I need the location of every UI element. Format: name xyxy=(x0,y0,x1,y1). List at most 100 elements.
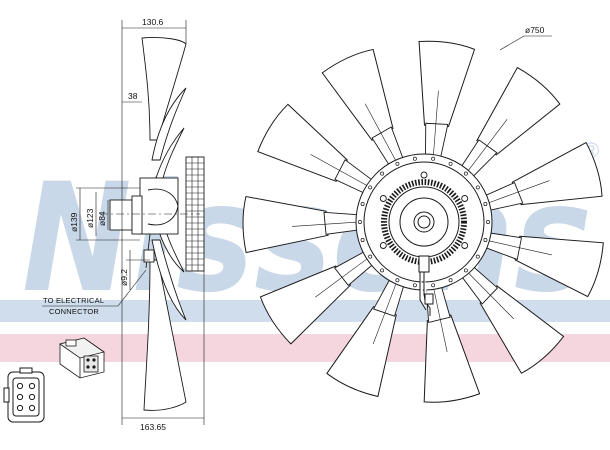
side-blade-upper-2 xyxy=(151,87,187,161)
front-dimension: ø750 xyxy=(499,25,552,51)
front-wire-bracket xyxy=(418,255,434,316)
hub-stud xyxy=(380,268,385,273)
hub-stud xyxy=(463,171,468,176)
dim-label-163-65: 163.65 xyxy=(140,422,166,432)
fan-front-view-icon xyxy=(242,40,604,403)
hub-stud xyxy=(412,156,417,161)
side-clutch-fins xyxy=(186,157,204,271)
dim-label-750: ø750 xyxy=(525,25,545,35)
fan-blade-body xyxy=(511,141,603,206)
fan-blade-spar xyxy=(489,180,550,203)
callout-leader-diag xyxy=(117,269,147,307)
hub-bolt-hole xyxy=(379,195,387,202)
side-dimension-labels: 130.6 163.65 38 ø139 ø123 ø84 ø9.2 xyxy=(69,17,166,432)
hub-stud xyxy=(360,202,365,206)
dim-label-84: ø84 xyxy=(97,211,107,226)
side-blade-upper-1 xyxy=(141,37,187,141)
fan-blade-body xyxy=(242,195,329,254)
pinout-pin-5 xyxy=(16,404,24,412)
dim-label-38: 38 xyxy=(128,91,138,101)
fan-blade-spar xyxy=(372,283,397,345)
hub-stud xyxy=(412,283,417,288)
connector-face xyxy=(83,355,99,373)
callout-line2: CONNECTOR xyxy=(49,307,99,316)
pinout-key-left xyxy=(3,387,10,403)
callout-line1: TO ELECTRICAL xyxy=(43,296,104,305)
side-hub xyxy=(139,177,179,235)
hub-bore-inner xyxy=(417,215,431,229)
pinout-pin-1 xyxy=(16,382,24,390)
electrical-connector-icon xyxy=(59,337,105,379)
fan-blade xyxy=(242,195,365,254)
fan-blade-spar xyxy=(315,258,368,298)
hub-bolt-hole xyxy=(461,195,469,202)
pinout-pin-2 xyxy=(28,382,36,390)
hub-stud xyxy=(368,254,373,259)
connector-face-pin-4 xyxy=(92,365,96,369)
hub-stud xyxy=(475,185,480,190)
hub-stud xyxy=(475,254,480,259)
hub-stud xyxy=(431,156,436,161)
fan-blade-body xyxy=(479,285,565,374)
connector-face-pin-1 xyxy=(86,358,90,362)
hub-stud xyxy=(395,278,400,283)
hub-stud xyxy=(448,278,453,283)
pinout-pin-4 xyxy=(28,393,36,401)
connector-callout: TO ELECTRICAL CONNECTOR xyxy=(42,269,147,316)
side-wire-plug xyxy=(143,249,155,263)
fan-blade-spar xyxy=(364,103,396,161)
pinout-key-top xyxy=(19,367,33,374)
front-hub xyxy=(355,153,493,291)
pinout-pin-6 xyxy=(28,404,36,412)
fan-blade-body xyxy=(418,40,476,128)
hub-stud xyxy=(395,161,400,166)
hub-bolt-hole xyxy=(379,242,387,249)
hub-stud xyxy=(368,185,373,190)
hub-stud xyxy=(483,238,488,242)
pinout-pin-3 xyxy=(16,393,24,401)
side-blade-lower-1 xyxy=(143,259,187,411)
fan-side-view-icon xyxy=(100,37,205,411)
hub-studs xyxy=(358,156,490,288)
fan-blade-body xyxy=(321,48,394,141)
hub-stud xyxy=(380,171,385,176)
connector-latch xyxy=(65,339,77,347)
hub-stud xyxy=(483,202,488,206)
dim-750-leader xyxy=(499,35,525,51)
fan-blade-spar xyxy=(489,240,552,256)
bracket-tab xyxy=(424,293,434,305)
fan-blade-spar xyxy=(433,289,448,353)
fan-blade-spar xyxy=(291,221,357,227)
fan-blade xyxy=(423,279,481,403)
hub-stud xyxy=(486,220,490,224)
fan-blade-body xyxy=(423,314,481,403)
connector-face-pin-3 xyxy=(86,365,90,369)
hub-stud xyxy=(360,238,365,242)
fan-blade-spar xyxy=(310,154,367,186)
hub-bolt-hole xyxy=(461,242,469,249)
fan-blade-body xyxy=(259,265,352,345)
bracket-block xyxy=(418,255,430,273)
front-blades xyxy=(242,40,604,403)
fan-blade-spar xyxy=(468,119,508,171)
side-dimensions xyxy=(76,20,205,425)
side-blade-lower-2 xyxy=(151,239,187,321)
side-hub-curve xyxy=(147,188,179,226)
hub-bolt-hole xyxy=(420,171,428,179)
fan-blade-spar xyxy=(468,273,514,320)
dim-label-130-6: 130.6 xyxy=(142,17,164,27)
connector-pinout-icon xyxy=(3,367,45,423)
hub-stud xyxy=(358,220,362,224)
side-pilot xyxy=(109,199,133,231)
side-shaft xyxy=(131,195,143,235)
fan-blade xyxy=(418,40,476,165)
dim-label-123: ø123 xyxy=(85,208,95,228)
dim-label-9-2: ø9.2 xyxy=(119,269,129,286)
fan-blade-spar xyxy=(433,90,439,155)
hub-stud xyxy=(448,161,453,166)
fan-blade-body xyxy=(476,66,561,156)
connector-face-pin-2 xyxy=(92,358,96,362)
hub-stud xyxy=(463,268,468,273)
fan-blade xyxy=(478,141,603,213)
